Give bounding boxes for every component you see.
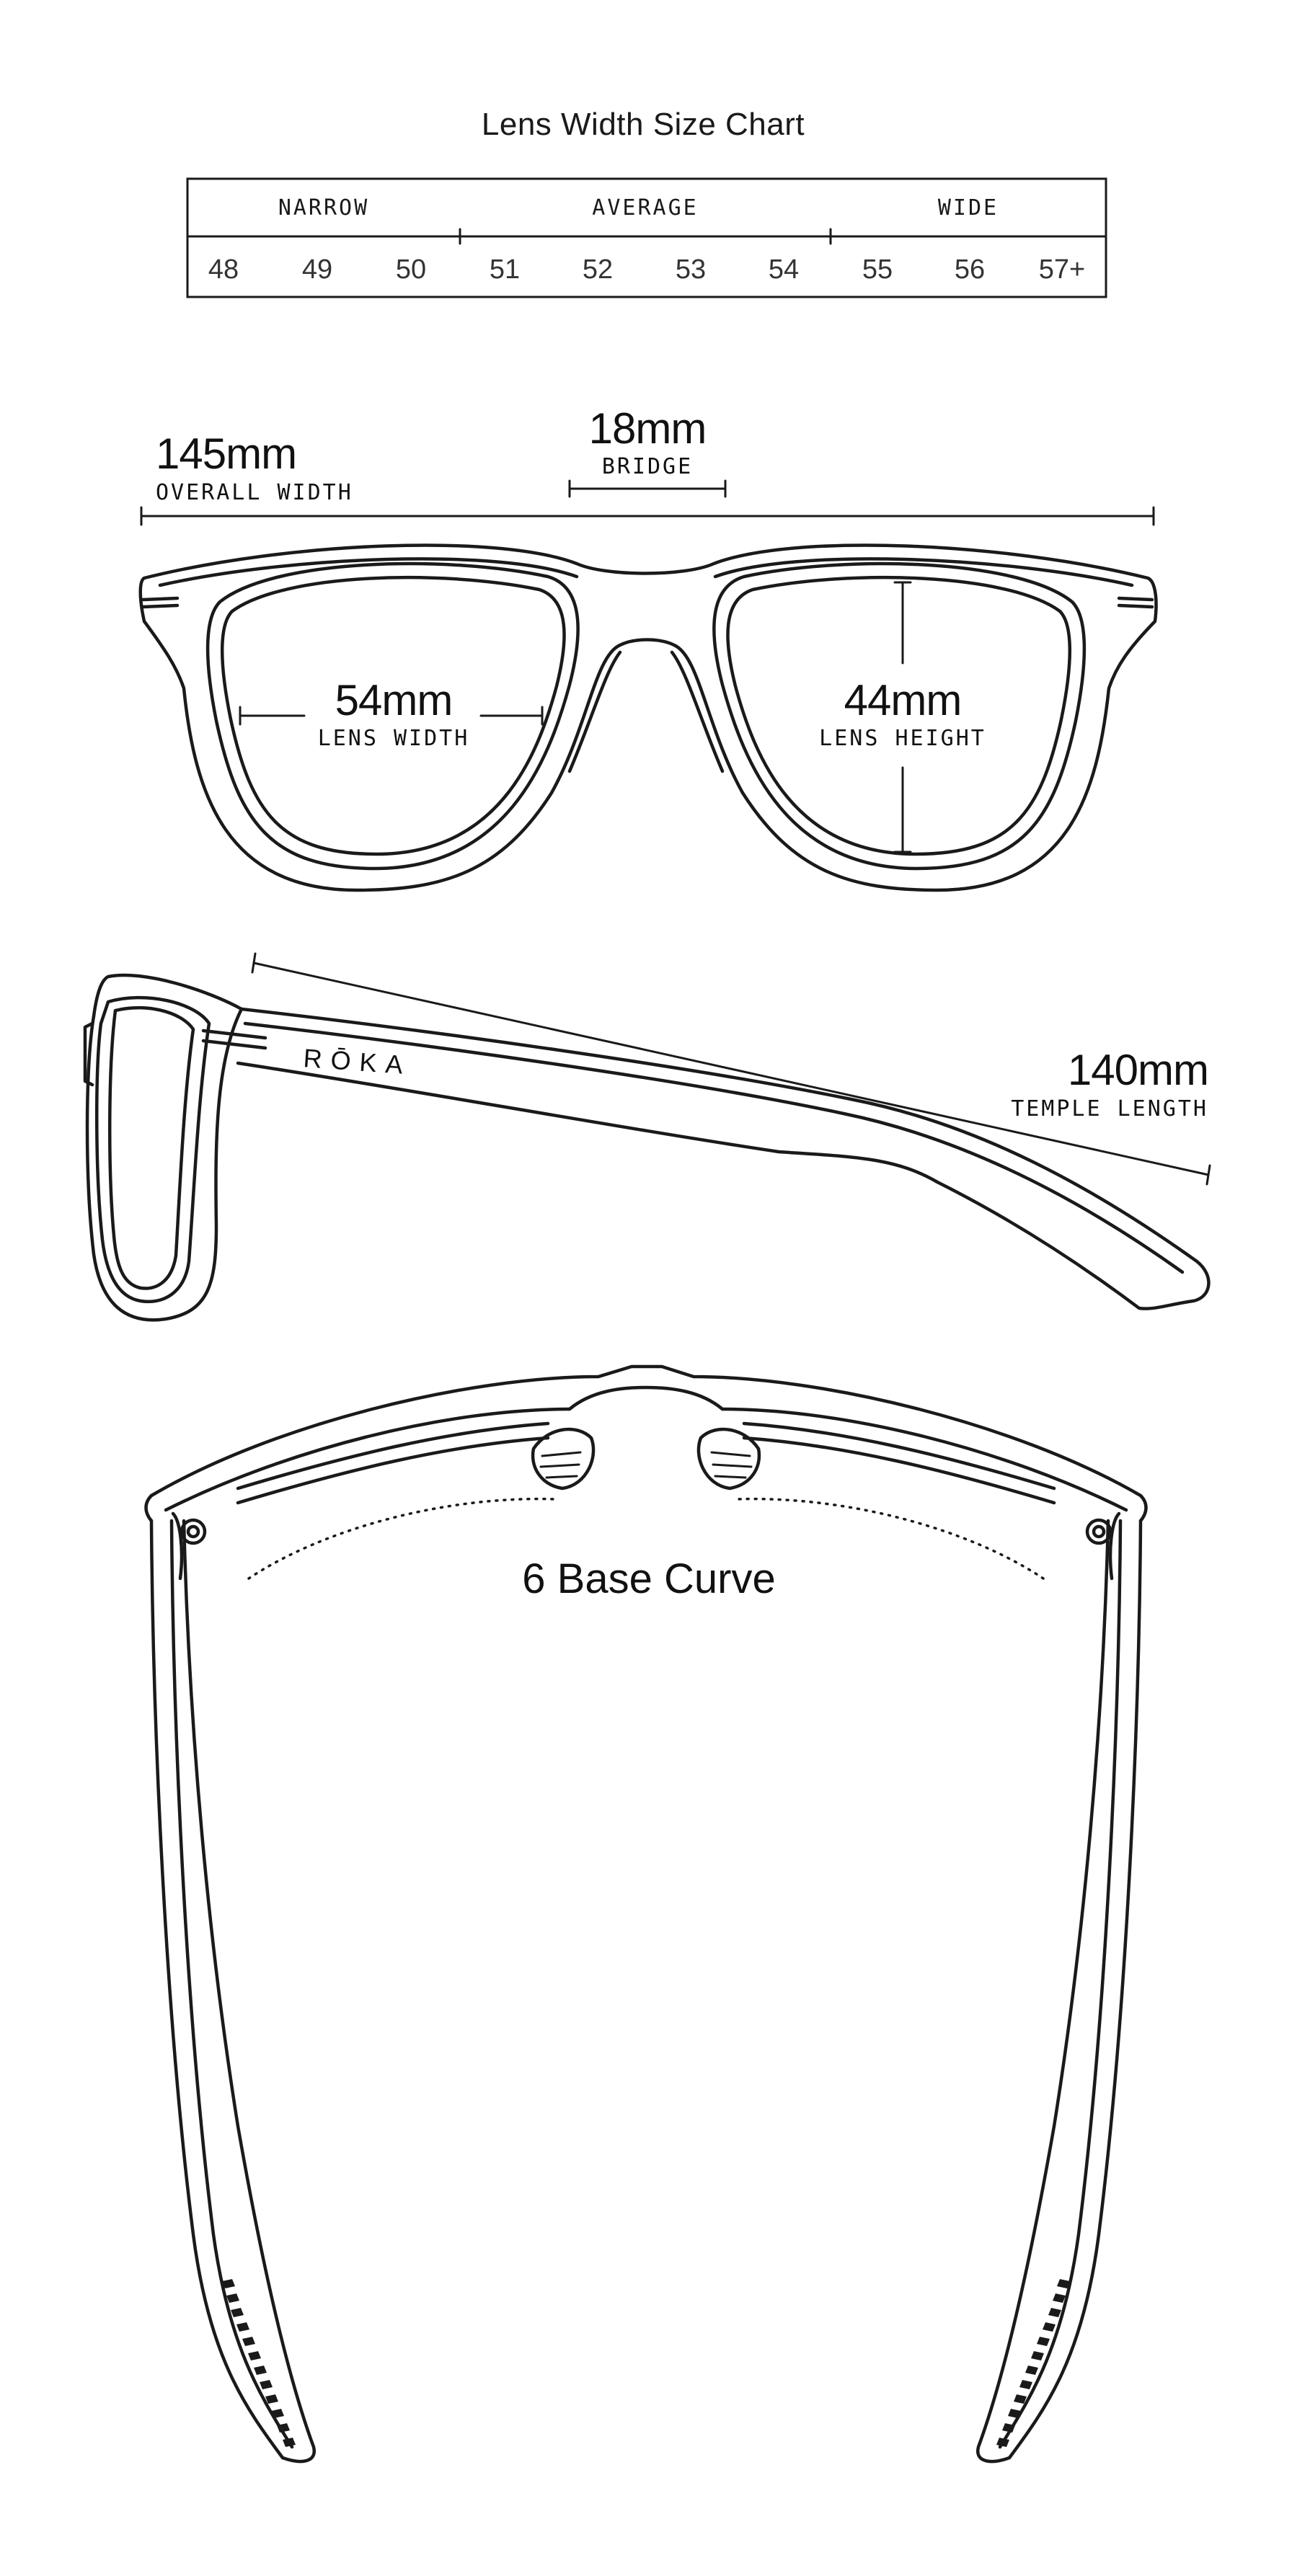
brow-line-right [715,559,1132,585]
band-average: AVERAGE [592,195,698,221]
side-hinge-pin [203,1031,265,1048]
lens-height-dimension-line [895,582,911,852]
top-lens-edge [238,1424,1054,1488]
size-49: 49 [302,254,332,285]
top-hinge-left [173,1514,205,1578]
size-51: 51 [490,254,520,285]
bridge-dimension-line [570,481,725,497]
size-55: 55 [862,254,893,285]
lens-height-value: 44mm [844,676,962,724]
front-frame-outline [141,545,1156,890]
temple-grip-right [996,2279,1070,2447]
top-view: 6 Base Curve [146,1367,1146,2461]
side-view: 140mm TEMPLE LENGTH RŌKA [85,954,1210,1320]
overall-width-value: 145mm [156,430,296,478]
temple-grip-left [222,2279,296,2447]
brow-line-left [160,559,577,585]
size-50: 50 [396,254,426,285]
size-54: 54 [769,254,799,285]
band-narrow: NARROW [278,195,369,221]
top-bridge [570,1387,722,1409]
size-chart-frame [187,179,1106,297]
lens-width-size-chart: Lens Width Size Chart NARROW AVERAGE WID… [187,107,1106,297]
top-nose-pad-right-ribs [712,1452,751,1478]
front-view: 145mm OVERALL WIDTH 18mm BRIDGE [141,404,1156,890]
top-hinge-right [1087,1514,1119,1578]
size-56: 56 [955,254,985,285]
side-temple-arm [238,1009,1208,1309]
side-lens-rim [97,998,209,1302]
lens-left-outer [208,564,578,869]
temple-length-label: TEMPLE LENGTH [1011,1096,1208,1122]
size-chart-title: Lens Width Size Chart [482,107,805,142]
top-lens-edge-inner [238,1438,1054,1503]
top-frame-outer [151,1367,1146,1521]
base-curve-arc-right [737,1499,1043,1578]
overall-width-label: OVERALL WIDTH [156,480,353,505]
overall-width-dimension-line [141,507,1154,525]
base-curve-arc-left [249,1499,555,1578]
top-nose-pad-right [699,1429,759,1488]
band-wide: WIDE [938,195,999,221]
base-curve-label: 6 Base Curve [522,1555,775,1602]
lens-left-inner [222,577,564,854]
lens-width-value: 54mm [335,676,453,724]
hinge-pin-right [1119,598,1152,607]
nose-pad-right [672,652,722,771]
size-57-plus: 57+ [1039,254,1085,285]
lens-width-label: LENS WIDTH [318,726,470,751]
temple-length-dimension-line [252,954,1210,1184]
top-temple-right-inner [1000,1521,1120,2447]
temple-length-value: 140mm [1068,1046,1208,1094]
side-hinge-clip [85,1023,92,1085]
bridge-value: 18mm [589,404,707,453]
side-lens-inner [110,1008,193,1288]
top-frame-inner [166,1409,1126,1510]
size-48: 48 [208,254,239,285]
top-temple-right [978,1521,1141,2461]
top-temple-left-inner [172,1521,292,2447]
lens-right-inner [727,577,1069,854]
top-nose-pad-left [533,1429,593,1488]
lens-right-outer [714,564,1084,869]
size-52: 52 [583,254,613,285]
top-temple-left [151,1521,314,2461]
top-nose-pad-left-ribs [541,1452,580,1478]
size-53: 53 [676,254,706,285]
hinge-pin-left [143,598,177,607]
lens-width-dimension-line [240,707,542,724]
bridge-label: BRIDGE [602,454,693,479]
nose-pad-left [570,652,620,771]
top-frame-left-end [146,1496,152,1521]
side-temple-edge [245,1023,1182,1272]
lens-height-label: LENS HEIGHT [819,726,986,751]
